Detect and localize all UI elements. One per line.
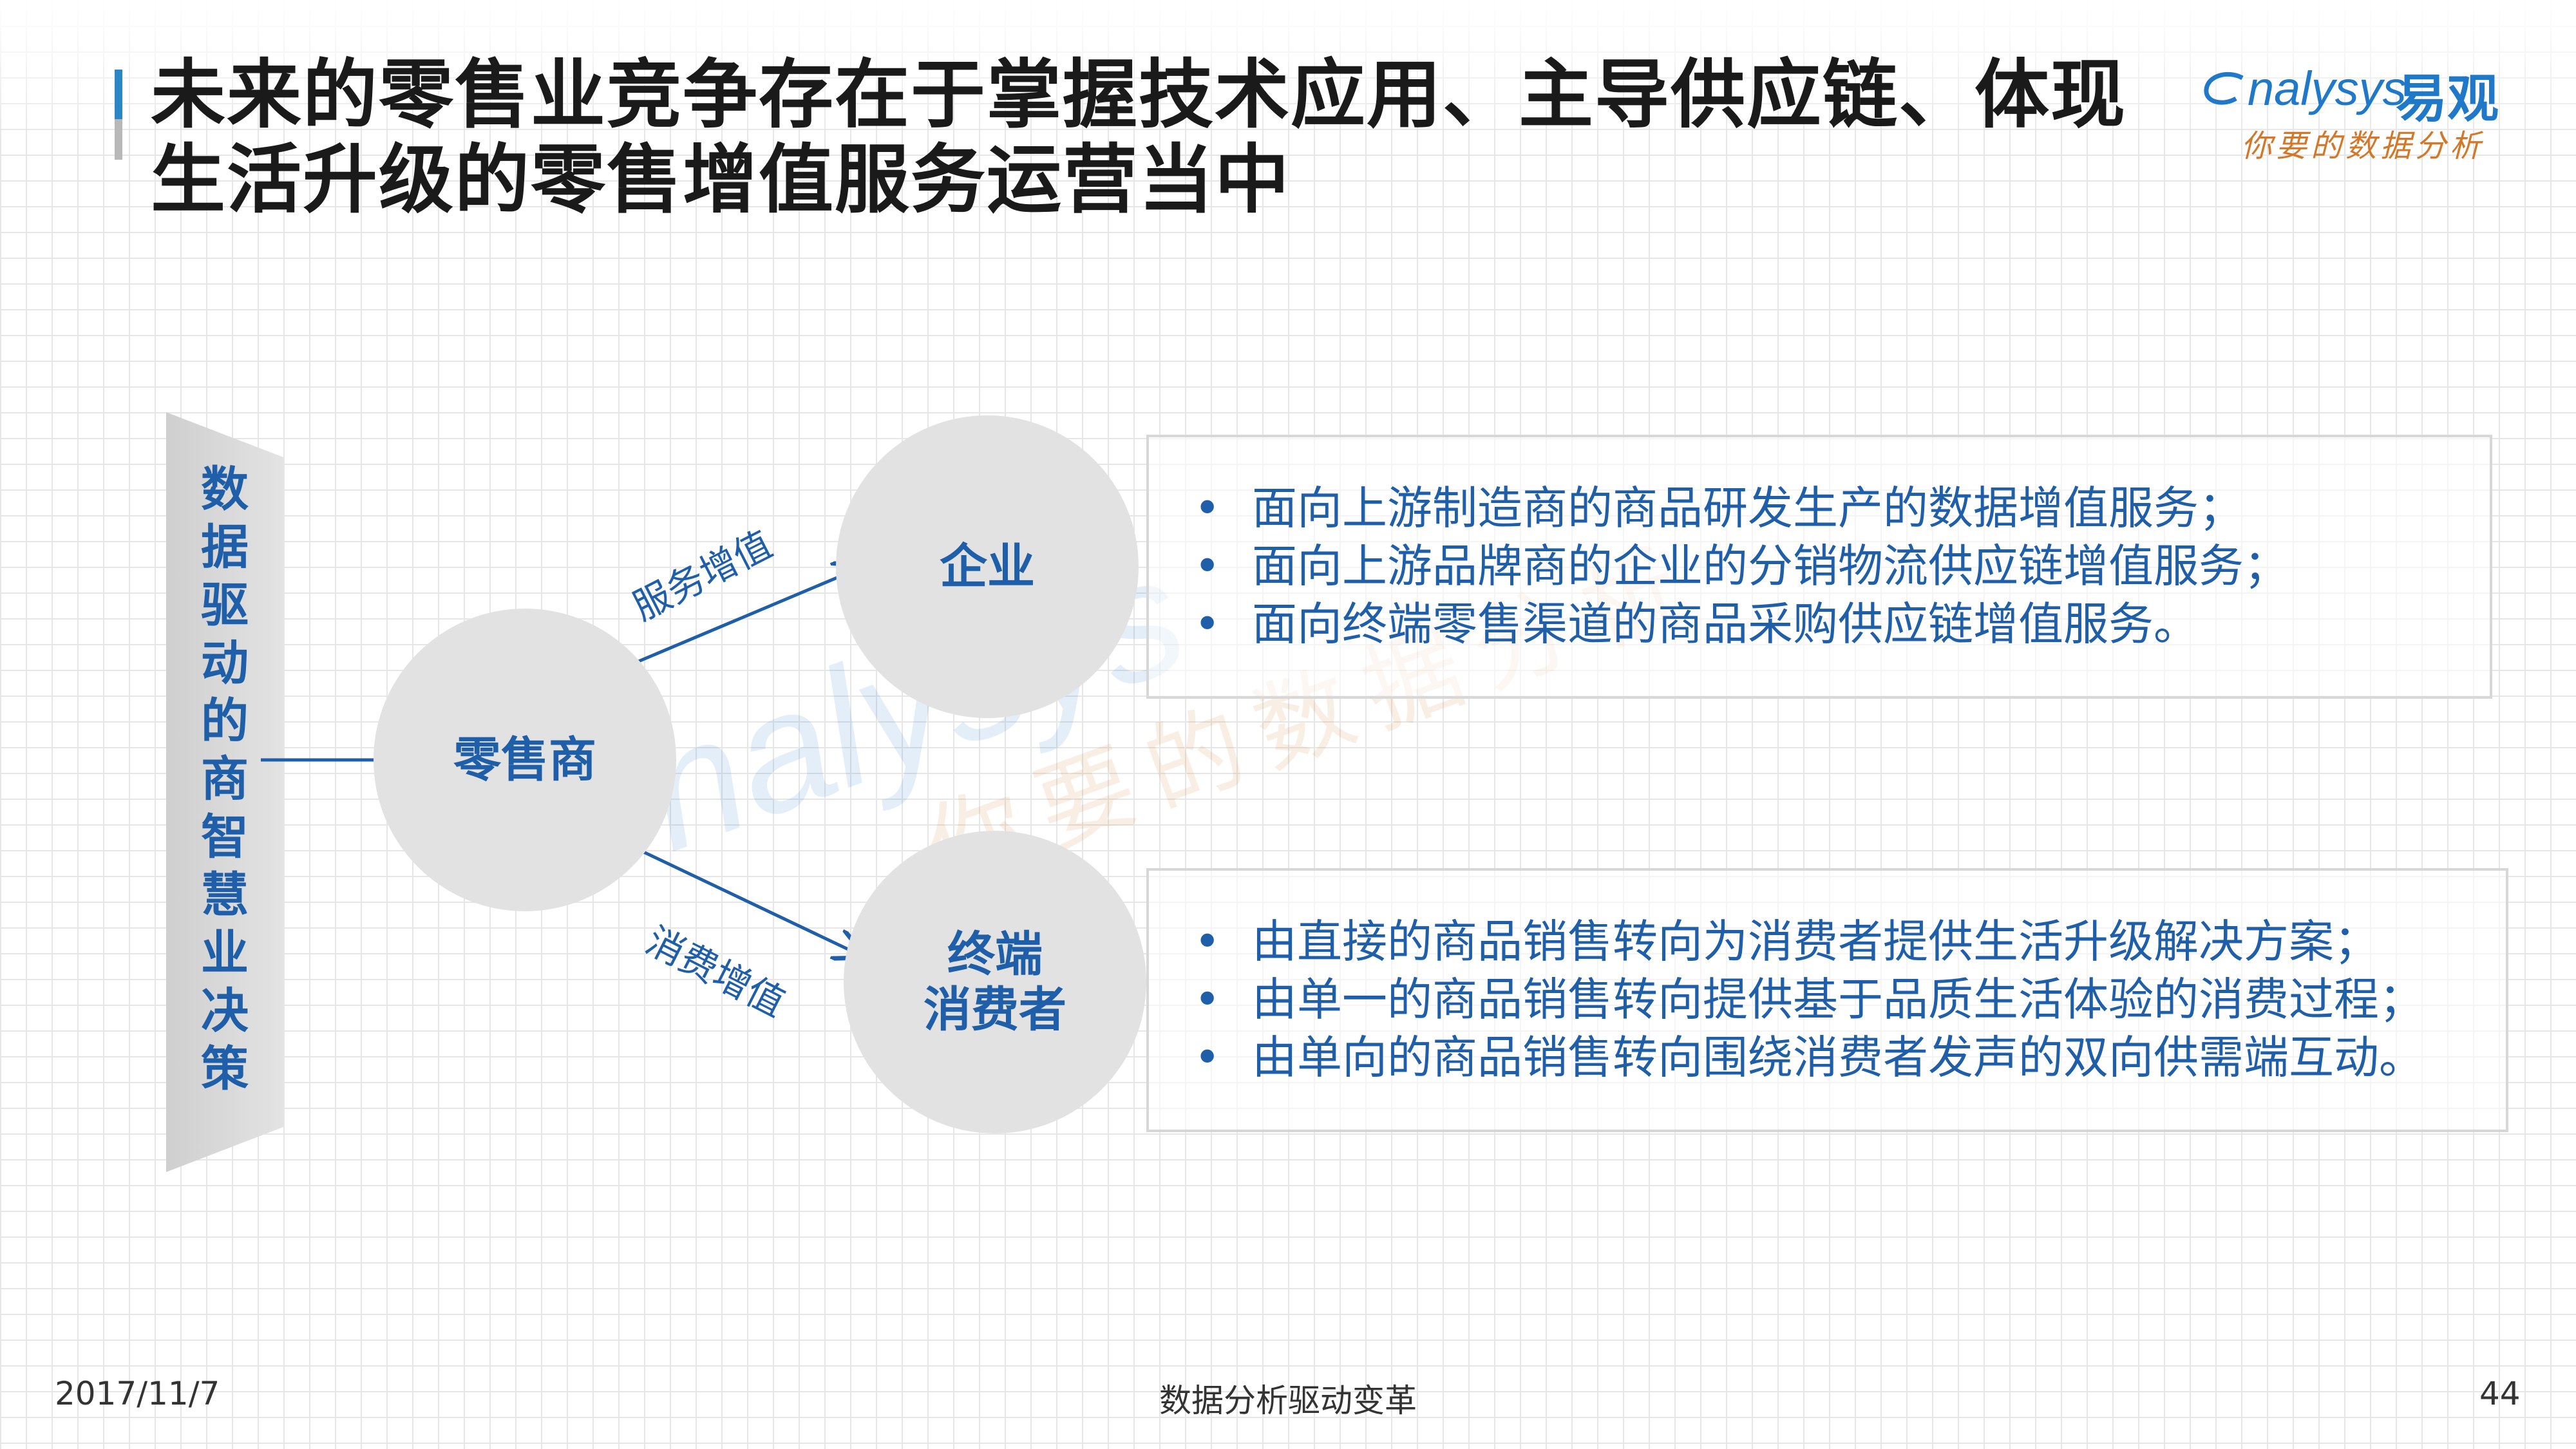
arrow-retailer-to-enterprise xyxy=(595,567,863,681)
banner-char: 据 xyxy=(201,520,249,575)
consumer-bullet: 由直接的商品销售转向为消费者提供生活升级解决方案； xyxy=(1194,913,2424,971)
logo-brand-text: nalysys xyxy=(2202,61,2407,116)
banner-char: 策 xyxy=(201,1041,249,1097)
footer-caption: 数据分析驱动变革 xyxy=(1159,1382,1417,1419)
retailer-node: 零售商 xyxy=(374,609,676,911)
consumer-bullet: 由单一的商品销售转向提供基于品质生活体验的消费过程； xyxy=(1194,971,2424,1028)
banner-char: 业 xyxy=(201,925,249,981)
banner-char: 决 xyxy=(201,983,249,1039)
consumer-services-box: 由直接的商品销售转向为消费者提供生活升级解决方案； 由单一的商品销售转向提供基于… xyxy=(1146,868,2508,1132)
vertical-banner: 数 据 驱 动 的 商 智 慧 业 决 策 xyxy=(166,412,283,1172)
consumer-bullet-list: 由直接的商品销售转向为消费者提供生活升级解决方案； 由单一的商品销售转向提供基于… xyxy=(1194,913,2424,1086)
footer-date: 2017/11/7 xyxy=(55,1375,220,1412)
banner-char: 慧 xyxy=(201,867,249,923)
banner-char: 智 xyxy=(201,810,249,865)
logo-tagline: 你要的数据分析 xyxy=(2241,128,2485,164)
banner-text: 数 据 驱 动 的 商 智 慧 业 决 策 xyxy=(166,460,283,1098)
analysys-logo: nalysys 易观 你要的数据分析 xyxy=(2202,61,2537,171)
enterprise-node: 企业 xyxy=(836,415,1139,718)
banner-shape xyxy=(166,412,283,1172)
banner-char: 动 xyxy=(201,636,249,691)
enterprise-bullet-list: 面向上游制造商的商品研发生产的数据增值服务； 面向上游品牌商的企业的分销物流供应… xyxy=(1194,479,2289,653)
consumer-node: 终端 消费者 xyxy=(844,831,1146,1133)
logo-brand-word: nalysys xyxy=(2248,62,2407,115)
logo-cn-name: 易观 xyxy=(2396,69,2499,129)
banner-char: 驱 xyxy=(201,578,249,633)
page-number: 44 xyxy=(2479,1375,2521,1412)
consumer-label-line1: 终端 xyxy=(947,927,1043,982)
enterprise-label: 企业 xyxy=(940,539,1035,594)
banner-char: 商 xyxy=(201,752,249,807)
consumer-bullet: 由单向的商品销售转向围绕消费者发声的双向供需端互动。 xyxy=(1194,1028,2424,1086)
enterprise-bullet: 面向上游制造商的商品研发生产的数据增值服务； xyxy=(1194,479,2289,537)
enterprise-services-box: 面向上游制造商的商品研发生产的数据增值服务； 面向上游品牌商的企业的分销物流供应… xyxy=(1146,435,2492,699)
page-title: 未来的零售业竞争存在于掌握技术应用、主导供应链、体现生活升级的零售增值服务运营当… xyxy=(151,52,2126,223)
title-accent-bar xyxy=(115,70,122,160)
consumer-label-line2: 消费者 xyxy=(923,982,1066,1037)
enterprise-bullet: 面向上游品牌商的企业的分销物流供应链增值服务； xyxy=(1194,537,2289,595)
banner-char: 的 xyxy=(201,694,249,749)
retailer-label: 零售商 xyxy=(453,732,596,788)
logo-swoosh-icon xyxy=(2204,71,2244,105)
banner-char: 数 xyxy=(201,462,249,517)
enterprise-bullet: 面向终端零售渠道的商品采购供应链增值服务。 xyxy=(1194,595,2289,653)
